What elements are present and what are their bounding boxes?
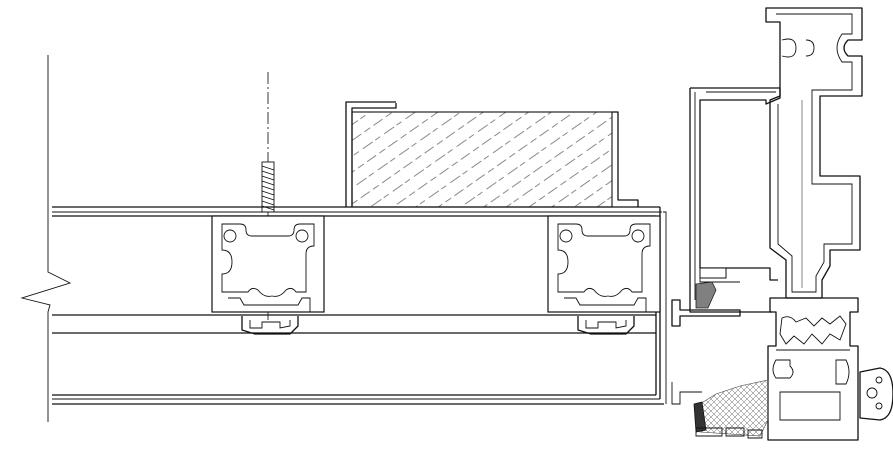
- screw-icon: [261, 161, 275, 213]
- sealant-fill: [699, 379, 769, 437]
- wall-edge: [20, 55, 72, 422]
- gasket-upper: [695, 267, 727, 309]
- carrier-profile-left: [211, 215, 325, 335]
- jamb-profile: [767, 297, 859, 441]
- insulation-block: [345, 101, 639, 208]
- hinge-icon: [859, 367, 893, 421]
- gasket-lower: [693, 401, 763, 439]
- sill-bracket: [671, 299, 741, 405]
- carrier-profile-right: [547, 215, 661, 335]
- mullion-profile: [765, 7, 863, 299]
- window-frame-outer: [689, 87, 781, 313]
